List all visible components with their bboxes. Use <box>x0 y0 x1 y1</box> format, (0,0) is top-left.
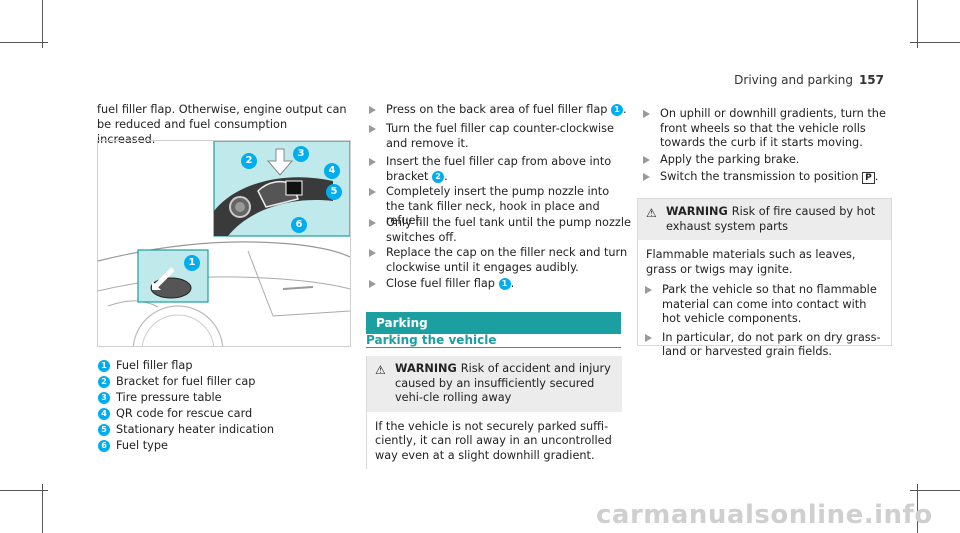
divider <box>366 347 621 348</box>
crop-mark <box>0 490 48 491</box>
warning-title: Risk of accident and injury caused by an… <box>395 362 611 404</box>
step-text: On uphill or downhill gradients, turn th… <box>660 107 886 149</box>
step-item: Press on the back area of fuel filler fl… <box>366 103 631 118</box>
callout-4: 4 <box>324 163 340 179</box>
section-bar: Parking <box>366 312 621 334</box>
legend-text: Tire pressure table <box>116 391 222 404</box>
step-item: Close fuel filler flap 1. <box>366 277 631 292</box>
ref-callout: 1 <box>498 278 511 290</box>
legend-item: 6 Fuel type <box>98 439 168 453</box>
step-item: Insert the fuel filler cap from above in… <box>366 155 631 184</box>
arrow-icon <box>645 333 652 342</box>
step-item: Only fill the fuel tank until the pump n… <box>366 216 631 245</box>
arrow-icon <box>369 249 376 257</box>
step-text: Replace the cap on the filler neck and t… <box>386 246 628 274</box>
crop-mark <box>917 484 918 533</box>
warning-label: WARNING <box>395 362 457 375</box>
legend-text: Fuel type <box>116 439 168 452</box>
legend-text: QR code for rescue card <box>116 407 253 420</box>
warning-icon: ⚠ <box>375 363 386 377</box>
arrow-icon <box>369 188 376 196</box>
page-number: 157 <box>858 73 884 87</box>
crop-mark <box>42 0 43 48</box>
legend-item: 1 Fuel filler flap <box>98 359 193 373</box>
step-text: Park the vehicle so that no flammable ma… <box>662 283 877 325</box>
legend-num: 2 <box>98 376 110 388</box>
step-text: Only fill the fuel tank until the pump n… <box>386 216 631 244</box>
arrow-icon <box>369 219 376 227</box>
warning-body: Flammable materials such as leaves, gras… <box>646 248 856 276</box>
step-item: On uphill or downhill gradients, turn th… <box>640 107 900 151</box>
step-item: In particular, do not park on dry grass-… <box>642 331 882 360</box>
arrow-icon <box>643 173 650 181</box>
crop-mark <box>42 484 43 533</box>
warning-title: Risk of fire caused by hot exhaust syste… <box>666 205 876 233</box>
callout-1: 1 <box>184 255 200 271</box>
legend-num: 3 <box>98 392 110 404</box>
warning-body: If the vehicle is not securely parked su… <box>375 419 612 462</box>
step-item: Park the vehicle so that no flammable ma… <box>642 283 882 327</box>
warning-icon: ⚠ <box>646 206 657 220</box>
arrow-icon <box>643 156 650 164</box>
legend-num: 5 <box>98 424 110 436</box>
callout-2: 2 <box>241 153 257 169</box>
arrow-icon <box>643 110 650 118</box>
step-item: Turn the fuel filler cap counter-clockwi… <box>366 122 631 151</box>
crop-mark <box>917 0 918 48</box>
legend-text: Stationary heater indication <box>116 423 275 436</box>
intro-text: fuel filler flap. Otherwise, engine outp… <box>97 103 347 146</box>
callout-5: 5 <box>326 184 342 200</box>
step-text: Press on the back area of fuel filler fl… <box>386 103 608 116</box>
section-title: Driving and parking <box>734 73 853 87</box>
step-item: Switch the transmission to position P. <box>640 170 900 185</box>
legend-text: Fuel filler flap <box>116 359 193 372</box>
legend-num: 6 <box>98 440 110 452</box>
callout-3: 3 <box>293 146 309 162</box>
legend-num: 1 <box>98 360 110 372</box>
legend-num: 4 <box>98 408 110 420</box>
legend-text: Bracket for fuel filler cap <box>116 375 256 388</box>
arrow-icon <box>369 280 376 288</box>
legend-item: 4 QR code for rescue card <box>98 407 252 421</box>
step-text: Completely insert the pump nozzle into t… <box>386 185 610 227</box>
step-item: Completely insert the pump nozzle into t… <box>366 185 631 229</box>
arrow-icon <box>645 286 652 294</box>
legend-item: 2 Bracket for fuel filler cap <box>98 375 255 389</box>
step-text: Close fuel filler flap <box>386 277 495 290</box>
ref-callout: 1 <box>611 104 624 116</box>
car-drawing <box>98 141 350 346</box>
subheading: Parking the vehicle <box>366 333 497 347</box>
arrow-icon <box>369 125 376 133</box>
ref-callout: 2 <box>432 170 445 183</box>
step-text: Apply the parking brake. <box>660 153 800 166</box>
crop-mark <box>910 490 960 491</box>
watermark: carmanualsonline.info <box>596 500 933 530</box>
crop-mark <box>0 42 48 43</box>
step-text: Insert the fuel filler cap from above in… <box>386 155 612 183</box>
arrow-icon <box>369 106 376 114</box>
step-text: Turn the fuel filler cap counter-clockwi… <box>386 122 615 150</box>
step-text: In particular, do not park on dry grass-… <box>662 330 881 359</box>
fuel-flap-illustration: 1 2 3 4 5 6 <box>97 140 351 347</box>
callout-6: 6 <box>291 217 307 233</box>
running-header: Driving and parking 157 <box>734 73 884 87</box>
legend-item: 3 Tire pressure table <box>98 391 222 405</box>
warning-label: WARNING <box>666 205 728 218</box>
step-text: Switch the transmission to position <box>660 170 859 183</box>
crop-mark <box>910 42 960 43</box>
gear-p-icon: P <box>862 172 875 184</box>
arrow-icon <box>369 158 376 166</box>
step-item: Replace the cap on the filler neck and t… <box>366 246 631 275</box>
step-item: Apply the parking brake. <box>640 153 900 168</box>
legend-item: 5 Stationary heater indication <box>98 423 274 437</box>
